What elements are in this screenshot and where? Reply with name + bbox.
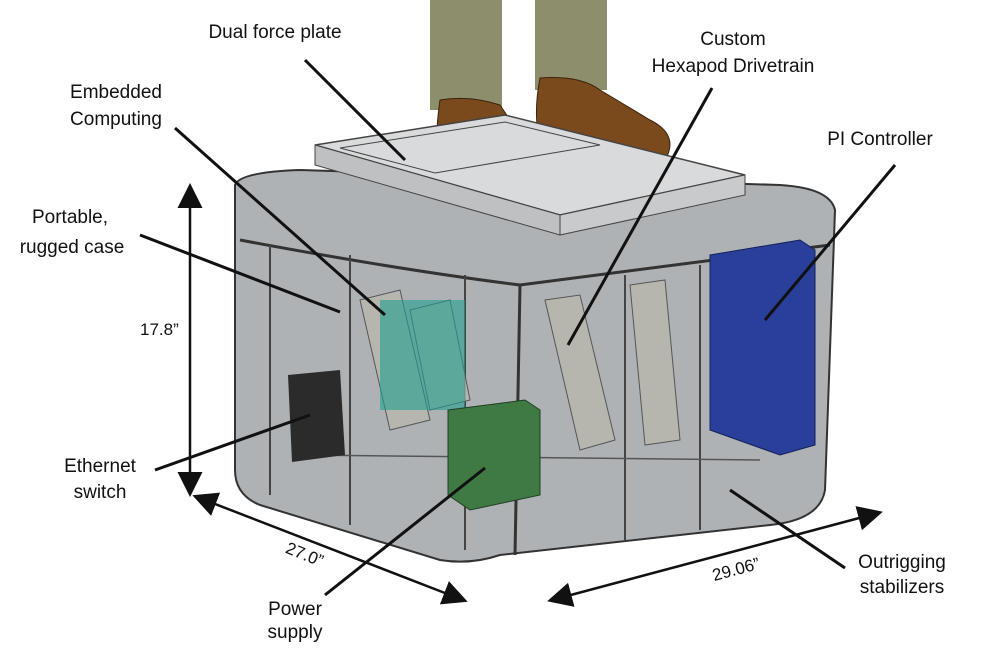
label-power-1: Power [268,599,322,620]
power-supply [447,399,541,511]
dimension-arrows [177,183,883,607]
leader-force-plate [303,58,407,162]
width-arrow [547,506,883,607]
pi-controller [709,239,816,456]
label-case-1: Portable, [31,207,109,228]
label-dual-force-plate: Dual force plate [208,22,342,43]
leader-controller [763,164,897,321]
label-hexapod-2: Hexapod Drivetrain [651,56,815,77]
label-hexapod-1: Custom [700,29,766,50]
label-embedded-2: Computing [70,109,162,130]
ethernet-switch [288,370,345,462]
leader-hexapod [566,87,714,346]
embedded-computer [380,300,465,410]
label-outrigging-2: stabilizers [859,577,945,598]
label-power-2: supply [267,622,323,643]
label-outrigging-1: Outrigging [858,552,946,573]
leader-computing [174,126,386,317]
label-pi-controller: PI Controller [827,129,933,150]
force-plate [314,114,746,236]
label-embedded-1: Embedded [70,82,162,103]
label-case-2: rugged case [19,237,125,258]
dimension-height: 17.8” [140,320,179,339]
label-ethernet-2: switch [73,482,127,503]
depth-arrow [192,492,468,605]
leader-case [139,233,341,314]
label-ethernet-1: Ethernet [64,456,136,477]
